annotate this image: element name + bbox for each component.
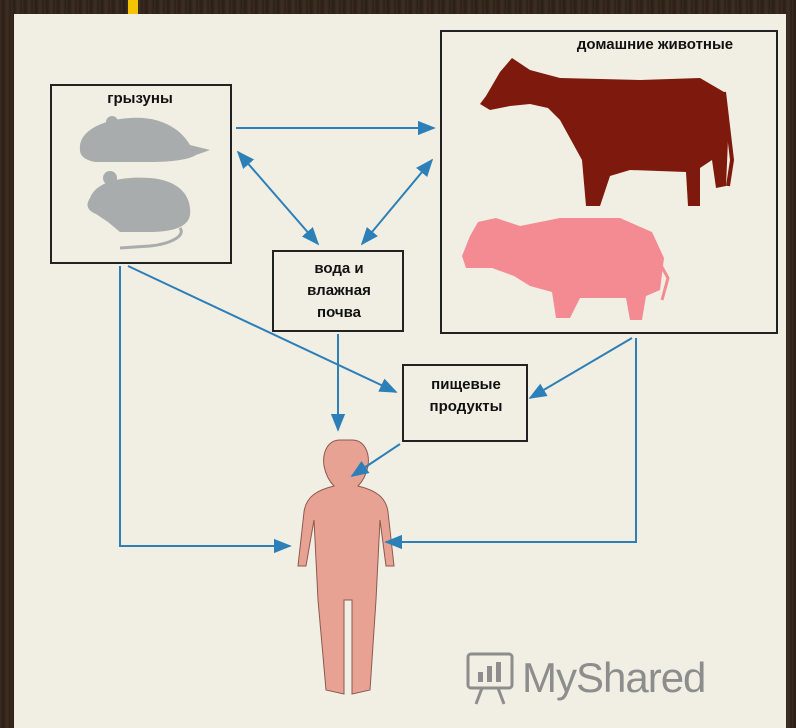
food-products-label: пищевые продукты	[414, 374, 518, 418]
myshared-watermark: MyShared	[460, 648, 705, 708]
arrow-domestic-water	[362, 160, 432, 244]
arrow-domestic-to-food	[530, 338, 632, 398]
domestic-animals-label: домашние животные	[530, 34, 780, 56]
domestic-animals-box	[440, 30, 778, 334]
rodents-label: грызуны	[80, 88, 200, 110]
arrow-rodents-water	[238, 152, 318, 244]
arrow-rodents-to-human	[120, 266, 290, 546]
rodents-box	[50, 84, 232, 264]
water-soil-label: вода и влажная почва	[290, 258, 388, 324]
human-figure-icon	[298, 440, 394, 694]
watermark-text: MyShared	[522, 654, 705, 702]
